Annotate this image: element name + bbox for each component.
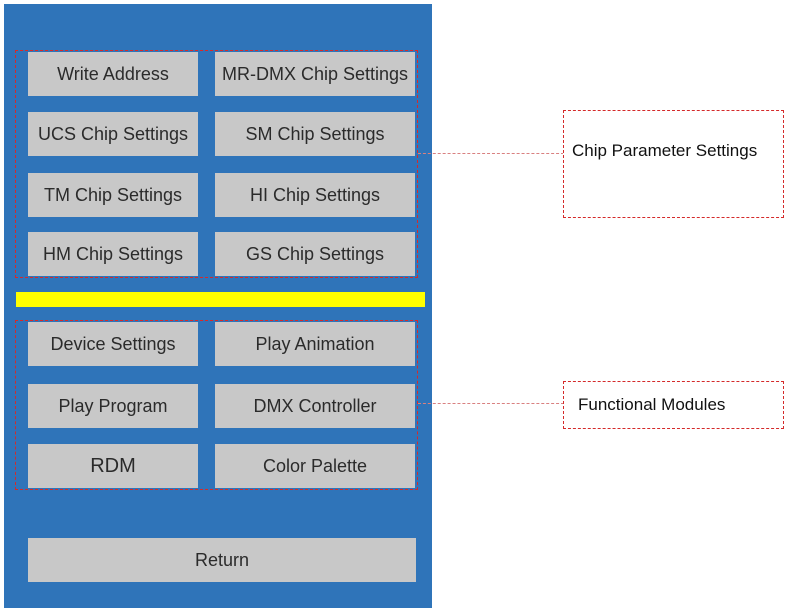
hm-chip-settings-button[interactable]: HM Chip Settings xyxy=(28,232,198,276)
write-address-button[interactable]: Write Address xyxy=(28,52,198,96)
functional-modules-connector-line xyxy=(418,403,564,404)
mr-dmx-chip-settings-button[interactable]: MR-DMX Chip Settings xyxy=(215,52,415,96)
gs-chip-settings-button[interactable]: GS Chip Settings xyxy=(215,232,415,276)
return-button[interactable]: Return xyxy=(28,538,416,582)
play-program-button[interactable]: Play Program xyxy=(28,384,198,428)
color-palette-button[interactable]: Color Palette xyxy=(215,444,415,488)
dmx-controller-button[interactable]: DMX Controller xyxy=(215,384,415,428)
rdm-button[interactable]: RDM xyxy=(28,444,198,488)
sm-chip-settings-button[interactable]: SM Chip Settings xyxy=(215,112,415,156)
tm-chip-settings-button[interactable]: TM Chip Settings xyxy=(28,173,198,217)
functional-modules-label: Functional Modules xyxy=(578,395,726,414)
hi-chip-settings-button[interactable]: HI Chip Settings xyxy=(215,173,415,217)
functional-modules-callout: Functional Modules xyxy=(563,381,784,429)
play-animation-button[interactable]: Play Animation xyxy=(215,322,415,366)
chip-parameter-settings-callout: Chip Parameter Settings xyxy=(563,110,784,218)
ucs-chip-settings-button[interactable]: UCS Chip Settings xyxy=(28,112,198,156)
device-settings-button[interactable]: Device Settings xyxy=(28,322,198,366)
chip-settings-connector-line xyxy=(418,153,564,154)
section-divider xyxy=(16,292,425,307)
chip-parameter-settings-label: Chip Parameter Settings xyxy=(572,141,758,160)
